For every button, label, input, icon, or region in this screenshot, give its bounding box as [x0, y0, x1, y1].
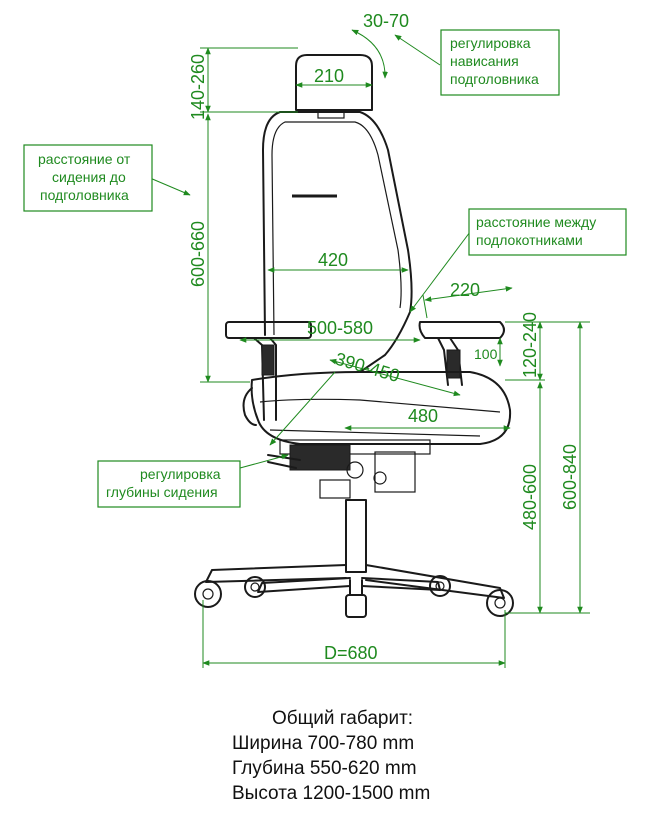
dim-back-width: 420 [318, 250, 348, 270]
note-seat-to-headrest: расстояние от сидения до подголовника [23, 144, 153, 212]
dim-seat-width: 480 [408, 406, 438, 426]
dim-headrest-width: 210 [314, 66, 344, 86]
dim-armrest-distance: 500-580 [307, 318, 373, 338]
dim-armrest-length: 220 [450, 280, 480, 300]
dimension-lines [149, 29, 590, 668]
dim-seat-depth: 390-450 [333, 349, 402, 386]
svg-text:подлокотниками: подлокотниками [476, 232, 583, 248]
gas-lift [345, 499, 367, 573]
svg-text:регулировка: регулировка [140, 466, 221, 482]
left-armrest [225, 321, 312, 421]
note-headrest-overhang: регулировка нависания подголовника [440, 29, 560, 96]
svg-text:расстояние между: расстояние между [476, 214, 596, 230]
headrest-mount [317, 109, 345, 119]
svg-text:подголовника: подголовника [450, 71, 539, 87]
dim-armrest-height: 120-240 [520, 312, 540, 378]
backrest [262, 111, 413, 373]
dim-base-diameter: D=680 [324, 643, 378, 663]
dim-armrest-width: 100 [474, 346, 498, 362]
note-armrest-gap: расстояние между подлокотниками [468, 208, 627, 256]
summary-height: Высота 1200-1500 mm [232, 783, 431, 804]
summary-title: Общий габарит: [272, 708, 414, 729]
summary-depth: Глубина 550-620 mm [232, 758, 417, 779]
svg-text:нависания: нависания [450, 53, 519, 69]
svg-text:регулировка: регулировка [450, 35, 531, 51]
dim-seat-height: 480-600 [520, 464, 540, 530]
svg-text:сидения до: сидения до [52, 169, 126, 185]
svg-text:подголовника: подголовника [40, 187, 129, 203]
note-seat-depth-adjust: регулировка глубины сидения [97, 460, 241, 508]
dim-back-height: 600-660 [188, 221, 208, 287]
casters [194, 575, 514, 618]
star-base [205, 564, 505, 599]
dimension-labels: 30-70 210 140-260 600-660 420 220 500-58… [188, 11, 580, 663]
dim-headrest-tilt: 30-70 [363, 11, 409, 31]
svg-text:глубины сидения: глубины сидения [106, 484, 218, 500]
summary-width: Ширина 700-780 mm [232, 733, 415, 754]
dim-headrest-height: 140-260 [188, 54, 208, 120]
svg-text:расстояние от: расстояние от [38, 151, 131, 167]
seat-mechanism [242, 387, 431, 499]
dim-armrest-floor-height: 600-840 [560, 444, 580, 510]
